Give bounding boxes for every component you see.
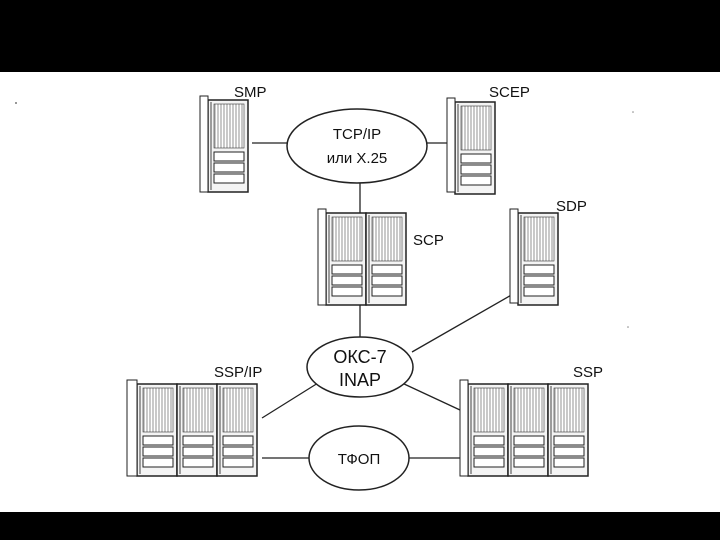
ssp-ip-label: SSP/IP	[214, 364, 262, 381]
ssp-ip-server	[126, 379, 258, 477]
tcp-ip-label: TCP/IP	[333, 126, 381, 143]
scep-label: SCEP	[489, 84, 530, 101]
oks7-network-ellipse	[306, 336, 414, 398]
ssp-label: SSP	[573, 364, 603, 381]
smp-server	[199, 95, 249, 193]
connections	[252, 142, 521, 459]
link-oks7-sdp	[411, 289, 521, 353]
scp-server	[317, 208, 407, 306]
ssp-server	[459, 379, 589, 477]
sdp-server	[509, 208, 559, 306]
smp-label: SMP	[234, 84, 267, 101]
tfop-label: ТФОП	[338, 451, 381, 468]
sdp-label: SDP	[556, 198, 587, 215]
link-sspip-oks7	[261, 382, 319, 419]
oks7-label: ОКС-7	[333, 347, 386, 367]
tfop-network-ellipse	[308, 425, 410, 491]
inap-label: INAP	[339, 370, 381, 390]
top-black-bar	[0, 0, 720, 72]
scan-speck	[627, 326, 629, 328]
link-oks7-ssp	[401, 382, 461, 411]
scan-speck	[632, 111, 634, 113]
bottom-black-bar	[0, 512, 720, 540]
scp-label: SCP	[413, 232, 444, 249]
x25-label: или X.25	[327, 150, 388, 167]
tcp-ip-network-ellipse	[286, 108, 428, 184]
scep-server	[446, 97, 496, 195]
scan-speck	[15, 102, 17, 104]
